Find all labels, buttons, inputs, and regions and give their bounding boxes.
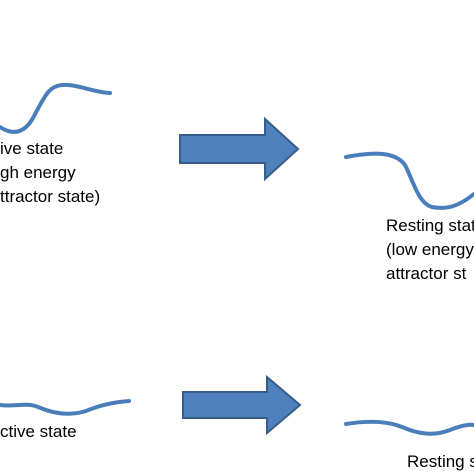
label-bottom-left: ctive state xyxy=(0,420,77,444)
label-top-left-line-1: ive state xyxy=(0,139,64,158)
label-top-right: Resting stat (low energy attractor st xyxy=(386,214,474,286)
energy-curve-bottom-left xyxy=(0,399,131,416)
energy-curve-top-left xyxy=(0,82,112,134)
transition-arrow-bottom xyxy=(182,374,302,436)
label-bottom-right: Resting st xyxy=(407,450,474,474)
energy-curve-bottom-right xyxy=(344,419,474,436)
label-top-right-line-2: (low energy xyxy=(386,240,474,259)
label-bottom-right-line-1: Resting st xyxy=(407,452,474,471)
label-top-left-line-3: ttractor state) xyxy=(0,187,101,206)
label-top-left-line-2: gh energy xyxy=(0,163,76,182)
transition-arrow-top xyxy=(179,116,300,182)
label-top-right-line-1: Resting stat xyxy=(386,216,474,235)
label-bottom-left-line-1: ctive state xyxy=(0,422,77,441)
energy-curve-top-right xyxy=(344,151,474,210)
label-top-right-line-3: attractor st xyxy=(386,264,467,283)
label-top-left: ive state gh energy ttractor state) xyxy=(0,137,100,209)
